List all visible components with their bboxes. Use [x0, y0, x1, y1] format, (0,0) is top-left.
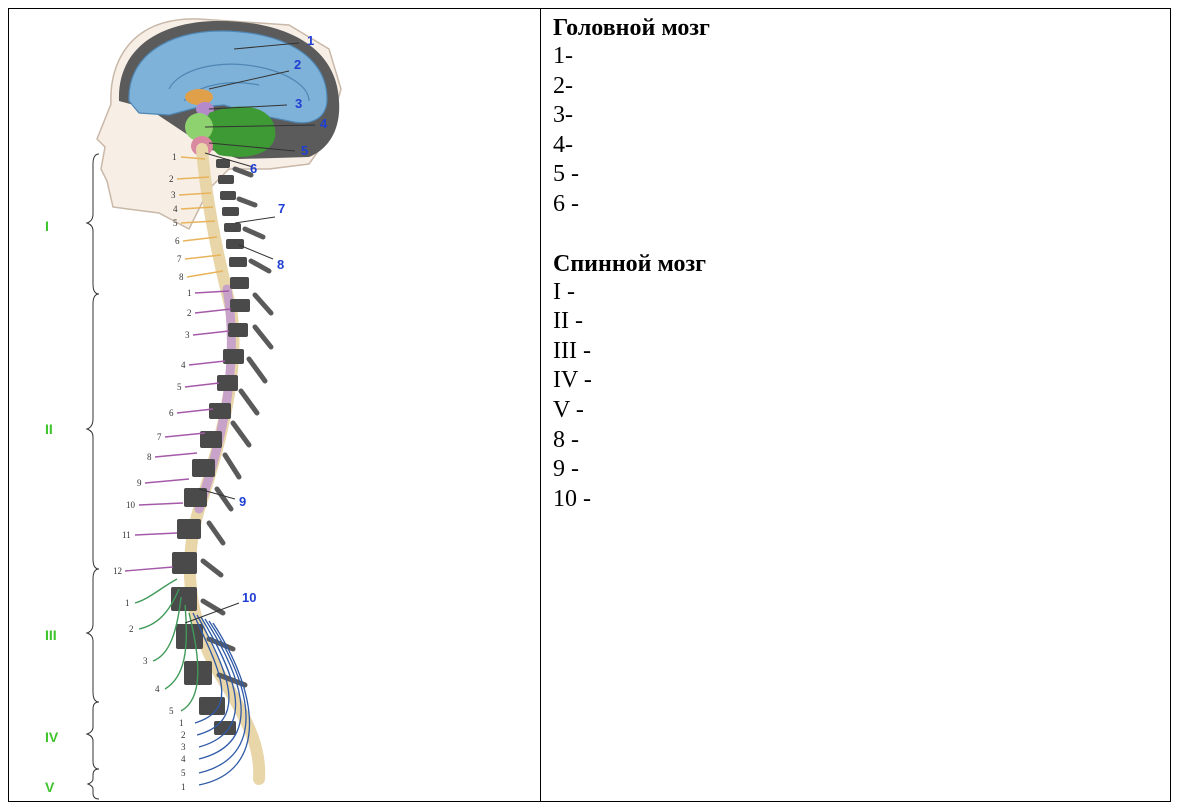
svg-text:1: 1: [172, 152, 177, 162]
svg-text:1: 1: [187, 288, 192, 298]
svg-text:3: 3: [171, 190, 176, 200]
svg-text:11: 11: [122, 530, 131, 540]
spine-item-i: I -: [553, 278, 1153, 308]
svg-text:1: 1: [181, 782, 186, 792]
spine-item-8: 8 -: [553, 426, 1153, 456]
svg-text:8: 8: [147, 452, 152, 462]
svg-text:1: 1: [179, 718, 184, 728]
brain-item-3: 3-: [553, 101, 1153, 131]
spine-item-v: V -: [553, 396, 1153, 426]
svg-text:7: 7: [177, 254, 182, 264]
section-label-4: IV: [45, 729, 59, 745]
spine-heading: Спинной мозг: [553, 250, 1153, 278]
spine-item-10: 10 -: [553, 485, 1153, 515]
answer-column: Головной мозг 1- 2- 3- 4- 5 - 6 - Спинно…: [553, 14, 1153, 514]
svg-text:4: 4: [181, 360, 186, 370]
coccygeal-numbers: 1: [181, 782, 186, 792]
cerebellum: [207, 106, 275, 156]
svg-text:3: 3: [143, 656, 148, 666]
svg-text:5: 5: [177, 382, 182, 392]
callout-label-9: 9: [239, 494, 246, 509]
svg-text:2: 2: [187, 308, 192, 318]
svg-text:6: 6: [169, 408, 174, 418]
section-label-1: I: [45, 218, 49, 234]
svg-text:6: 6: [175, 236, 180, 246]
callout-label-8: 8: [277, 257, 284, 272]
brain-item-4: 4-: [553, 131, 1153, 161]
svg-text:5: 5: [169, 706, 174, 716]
svg-text:5: 5: [181, 768, 186, 778]
svg-text:1: 1: [125, 598, 130, 608]
spine-item-ii: II -: [553, 307, 1153, 337]
spine-item-iv: IV -: [553, 366, 1153, 396]
diencephalon: [185, 89, 213, 105]
callout-label-6: 6: [250, 161, 257, 176]
spine-item-9: 9 -: [553, 455, 1153, 485]
brain-item-1: 1-: [553, 42, 1153, 72]
svg-text:2: 2: [129, 624, 134, 634]
brain-item-5: 5 -: [553, 160, 1153, 190]
svg-text:12: 12: [113, 566, 122, 576]
callout-label-1: 1: [307, 33, 314, 48]
svg-text:4: 4: [173, 204, 178, 214]
section-label-5: V: [45, 779, 55, 795]
brain-item-2: 2-: [553, 72, 1153, 102]
svg-text:4: 4: [155, 684, 160, 694]
callout-label-10: 10: [242, 590, 256, 605]
brain-item-6: 6 -: [553, 190, 1153, 220]
callout-label-3: 3: [295, 96, 302, 111]
svg-text:10: 10: [126, 500, 136, 510]
column-divider: [540, 8, 541, 802]
svg-text:7: 7: [157, 432, 162, 442]
spacer: [553, 220, 1153, 250]
svg-text:3: 3: [181, 742, 186, 752]
callout-label-5: 5: [301, 143, 308, 158]
section-brackets: [87, 154, 99, 799]
lumbar-numbers: 1 2 3 4 5: [125, 598, 174, 716]
svg-text:3: 3: [185, 330, 190, 340]
spine-item-iii: III -: [553, 337, 1153, 367]
callout-label-2: 2: [294, 57, 301, 72]
sacral-numbers: 1 2 3 4 5: [179, 718, 186, 778]
svg-text:8: 8: [179, 272, 184, 282]
svg-text:2: 2: [181, 730, 186, 740]
callout-label-7: 7: [278, 201, 285, 216]
brain-heading: Головной мозг: [553, 14, 1153, 42]
callout-label-4: 4: [320, 116, 328, 131]
svg-text:5: 5: [173, 218, 178, 228]
svg-text:9: 9: [137, 478, 142, 488]
nervous-system-diagram: 1 2 3 4 5 6 7 8 9 10 I II III IV V 1 2 3…: [9, 9, 539, 801]
svg-text:4: 4: [181, 754, 186, 764]
section-label-3: III: [45, 627, 57, 643]
svg-text:2: 2: [169, 174, 174, 184]
section-label-2: II: [45, 421, 53, 437]
